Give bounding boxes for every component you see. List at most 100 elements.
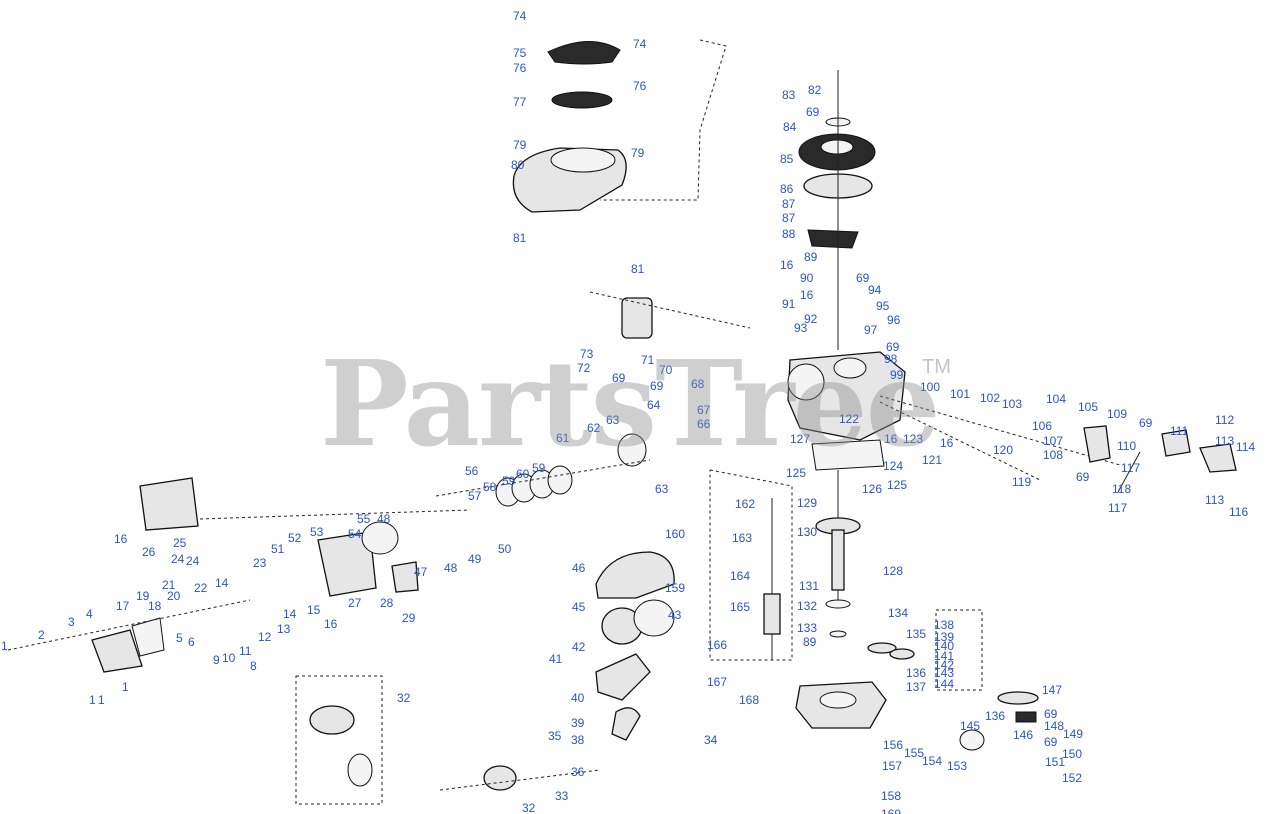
callout-169[interactable]: 169 xyxy=(881,807,901,814)
callout-50[interactable]: 50 xyxy=(498,542,512,556)
callout-42[interactable]: 42 xyxy=(572,640,586,654)
callout-167[interactable]: 167 xyxy=(707,675,727,689)
callout-22[interactable]: 22 xyxy=(194,581,208,595)
callout-97[interactable]: 97 xyxy=(864,323,878,337)
callout-69c[interactable]: 69 xyxy=(886,340,900,354)
callout-160[interactable]: 160 xyxy=(665,527,685,541)
callout-144[interactable]: 144 xyxy=(934,677,954,691)
callout-36[interactable]: 36 xyxy=(571,765,585,779)
callout-16f[interactable]: 16 xyxy=(324,617,338,631)
callout-113b[interactable]: 113 xyxy=(1205,493,1224,507)
callout-111[interactable]: 111 xyxy=(1170,424,1189,438)
callout-145[interactable]: 145 xyxy=(960,719,980,733)
callout-2[interactable]: 2 xyxy=(38,628,45,642)
callout-94[interactable]: 94 xyxy=(868,283,882,297)
callout-76a[interactable]: 76 xyxy=(513,61,527,75)
callout-15[interactable]: 15 xyxy=(307,603,321,617)
callout-89b[interactable]: 89 xyxy=(803,635,817,649)
callout-29[interactable]: 29 xyxy=(402,611,416,625)
callout-137[interactable]: 137 xyxy=(906,680,926,694)
callout-157[interactable]: 157 xyxy=(882,759,902,773)
callout-79b[interactable]: 79 xyxy=(631,146,645,160)
callout-32b[interactable]: 32 xyxy=(522,801,536,814)
callout-69i[interactable]: 69 xyxy=(1044,735,1058,749)
callout-117b[interactable]: 117 xyxy=(1108,501,1127,515)
callout-154[interactable]: 154 xyxy=(922,754,942,768)
callout-84[interactable]: 84 xyxy=(783,120,797,134)
callout-87b[interactable]: 87 xyxy=(782,211,796,225)
callout-110[interactable]: 110 xyxy=(1117,439,1136,453)
callout-77[interactable]: 77 xyxy=(513,95,527,109)
callout-32a[interactable]: 32 xyxy=(397,691,411,705)
callout-69e[interactable]: 69 xyxy=(650,379,664,393)
callout-10[interactable]: 10 xyxy=(222,651,236,665)
callout-68[interactable]: 68 xyxy=(691,377,705,391)
callout-112[interactable]: 112 xyxy=(1215,413,1234,427)
callout-11[interactable]: 11 xyxy=(239,644,252,658)
callout-1d[interactable]: 1 xyxy=(98,693,105,707)
callout-40[interactable]: 40 xyxy=(571,691,585,705)
callout-113a[interactable]: 113 xyxy=(1215,434,1234,448)
callout-140[interactable]: 140 xyxy=(934,639,954,653)
callout-24b[interactable]: 24 xyxy=(186,554,200,568)
callout-73[interactable]: 73 xyxy=(580,347,594,361)
callout-81b[interactable]: 81 xyxy=(631,262,645,276)
callout-102[interactable]: 102 xyxy=(980,391,1000,405)
callout-155[interactable]: 155 xyxy=(904,746,924,760)
callout-91[interactable]: 91 xyxy=(782,297,796,311)
callout-49[interactable]: 49 xyxy=(468,552,482,566)
callout-153[interactable]: 153 xyxy=(947,759,967,773)
callout-124[interactable]: 124 xyxy=(883,459,903,473)
callout-46[interactable]: 46 xyxy=(572,561,586,575)
callout-55[interactable]: 55 xyxy=(357,512,371,526)
callout-61[interactable]: 61 xyxy=(556,431,570,445)
callout-150[interactable]: 150 xyxy=(1062,747,1082,761)
callout-87a[interactable]: 87 xyxy=(782,197,796,211)
callout-147[interactable]: 147 xyxy=(1042,683,1062,697)
callout-51[interactable]: 51 xyxy=(271,542,285,556)
callout-19[interactable]: 19 xyxy=(136,589,150,603)
callout-103[interactable]: 103 xyxy=(1002,397,1022,411)
callout-90[interactable]: 90 xyxy=(800,271,814,285)
callout-59b[interactable]: 59 xyxy=(502,474,516,488)
callout-83[interactable]: 83 xyxy=(782,88,796,102)
callout-1a[interactable]: 1 xyxy=(1,639,8,653)
callout-101[interactable]: 101 xyxy=(950,387,970,401)
callout-116[interactable]: 116 xyxy=(1229,505,1248,519)
callout-158[interactable]: 158 xyxy=(881,789,901,803)
callout-25[interactable]: 25 xyxy=(173,536,187,550)
callout-45[interactable]: 45 xyxy=(572,600,586,614)
callout-168[interactable]: 168 xyxy=(739,693,759,707)
callout-13[interactable]: 13 xyxy=(277,622,291,636)
callout-79a[interactable]: 79 xyxy=(513,138,527,152)
callout-114[interactable]: 114 xyxy=(1236,440,1255,454)
callout-151[interactable]: 151 xyxy=(1045,755,1065,769)
callout-146[interactable]: 146 xyxy=(1013,728,1033,742)
callout-119[interactable]: 119 xyxy=(1012,475,1031,489)
callout-96[interactable]: 96 xyxy=(887,313,901,327)
callout-134[interactable]: 134 xyxy=(888,606,908,620)
callout-48a[interactable]: 48 xyxy=(377,512,391,526)
callout-41[interactable]: 41 xyxy=(549,652,563,666)
callout-9[interactable]: 9 xyxy=(213,653,220,667)
callout-23[interactable]: 23 xyxy=(253,556,267,570)
callout-69a[interactable]: 69 xyxy=(806,105,820,119)
callout-93[interactable]: 93 xyxy=(794,321,808,335)
callout-16d[interactable]: 16 xyxy=(940,436,954,450)
callout-74b[interactable]: 74 xyxy=(633,37,647,51)
callout-16b[interactable]: 16 xyxy=(800,288,814,302)
callout-92[interactable]: 92 xyxy=(804,312,818,326)
callout-128[interactable]: 128 xyxy=(883,564,903,578)
callout-81a[interactable]: 81 xyxy=(513,231,527,245)
callout-64[interactable]: 64 xyxy=(647,398,661,412)
callout-121[interactable]: 121 xyxy=(922,453,942,467)
callout-126[interactable]: 126 xyxy=(862,482,882,496)
callout-80[interactable]: 80 xyxy=(511,158,525,172)
callout-141[interactable]: 141 xyxy=(934,649,954,663)
callout-165[interactable]: 165 xyxy=(730,600,750,614)
callout-98[interactable]: 98 xyxy=(884,352,898,366)
callout-69f[interactable]: 69 xyxy=(1139,416,1153,430)
callout-56[interactable]: 56 xyxy=(465,464,479,478)
callout-159[interactable]: 159 xyxy=(665,581,685,595)
callout-14a[interactable]: 14 xyxy=(215,576,229,590)
